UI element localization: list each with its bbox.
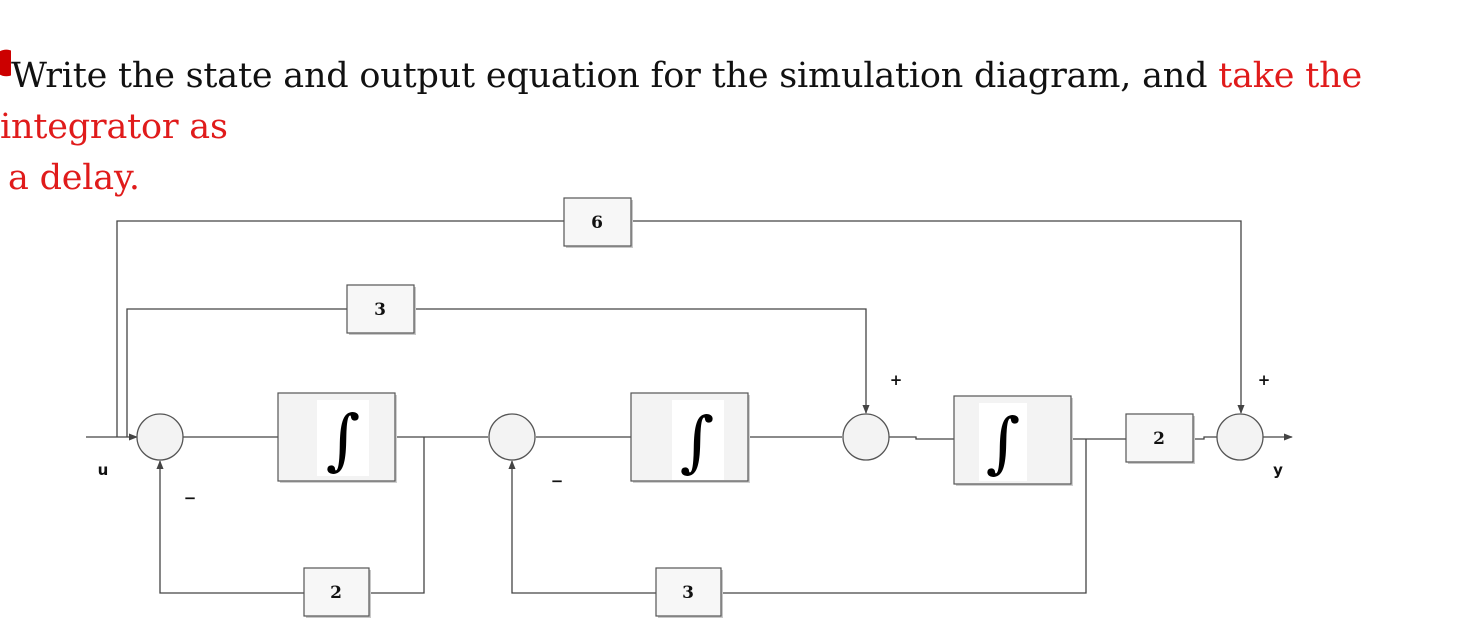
gain-block-feedback-1: 2 xyxy=(303,567,371,618)
gain-label: 2 xyxy=(330,583,342,603)
integrator-block-1: ∫ xyxy=(277,392,397,483)
sign-sum4-plus: + xyxy=(1258,371,1271,389)
wire-feedback-2 xyxy=(512,439,1087,594)
gain-block-output: 2 xyxy=(1125,413,1195,464)
output-label: y xyxy=(1273,461,1283,479)
question-black-text: Write the state and output equation for … xyxy=(11,56,1219,96)
question-line-1: ●Write the state and output equation for… xyxy=(0,36,1460,153)
gain-block-mid-feedforward: 3 xyxy=(346,284,416,335)
gain-label: 2 xyxy=(1153,429,1165,449)
question-text: ●Write the state and output equation for… xyxy=(0,36,1460,204)
input-label: u xyxy=(98,461,109,479)
signal-wires xyxy=(86,220,1293,594)
integral-symbol: ∫ xyxy=(680,403,714,480)
integrator-block-2: ∫ xyxy=(630,392,750,483)
wire-gain-to-sum4 xyxy=(1193,436,1218,440)
wire-feedback-1 xyxy=(160,437,425,594)
question-line-2: a delay. xyxy=(8,158,140,198)
summing-junction-1 xyxy=(136,413,184,461)
gain-label: 3 xyxy=(374,300,386,320)
bullet-marker: ● xyxy=(0,36,11,87)
sign-sum3-plus: + xyxy=(890,371,903,389)
gain-label: 6 xyxy=(591,213,603,233)
summing-junction-2 xyxy=(488,413,536,461)
summing-junction-4 xyxy=(1216,413,1264,461)
sign-sum1-minus: − xyxy=(184,489,197,507)
integral-symbol: ∫ xyxy=(986,404,1020,481)
integral-symbol: ∫ xyxy=(326,401,360,478)
question-red-text: take the integrator as xyxy=(0,56,1362,147)
gain-block-top-feedforward: 6 xyxy=(563,197,633,248)
wire-top-feedforward xyxy=(116,220,1241,437)
sign-sum2-minus: − xyxy=(551,472,564,490)
wire-sum3-to-int3 xyxy=(888,436,954,440)
integrator-block-3: ∫ xyxy=(953,395,1073,486)
wire-mid-feedforward xyxy=(126,308,866,437)
gain-block-feedback-2: 3 xyxy=(655,567,723,618)
gain-label: 3 xyxy=(682,583,694,603)
summing-junction-3 xyxy=(842,413,890,461)
